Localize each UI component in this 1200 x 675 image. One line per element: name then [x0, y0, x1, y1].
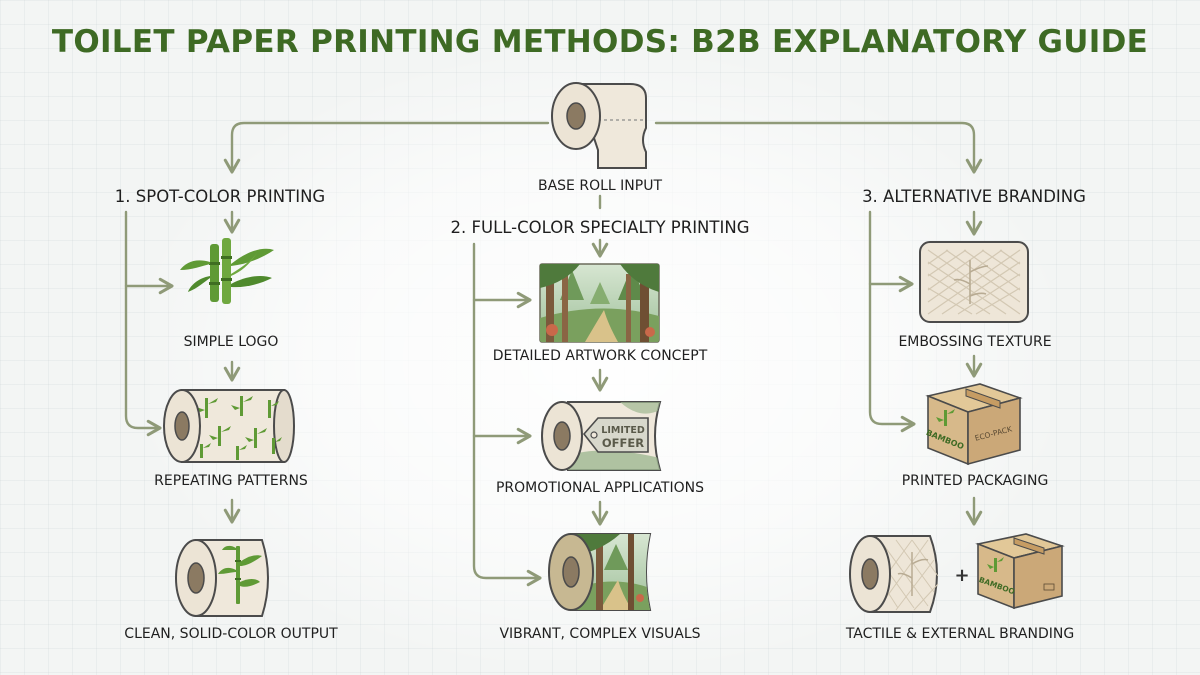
- connectors: [124, 121, 983, 587]
- page-title: TOILET PAPER PRINTING METHODS: B2B EXPLA…: [51, 24, 1149, 60]
- b2-step3-label: VIBRANT, COMPLEX VISUALS: [499, 626, 701, 642]
- connector-root-branch1: [223, 121, 550, 174]
- b3-step1-label: EMBOSSING TEXTURE: [898, 334, 1052, 350]
- promo-tag-line1: LIMITED: [601, 425, 645, 436]
- b3-step2-label: PRINTED PACKAGING: [901, 473, 1049, 489]
- b1-step1-label: SIMPLE LOGO: [183, 334, 279, 350]
- embossed-sheet-icon: [919, 241, 1029, 323]
- patterned-roll-icon: [163, 389, 295, 463]
- connector-b3-rail: [868, 210, 916, 433]
- branch1-header: 1. SPOT-COLOR PRINTING: [114, 187, 326, 206]
- box-icon: BAMBOO ECO-PACK: [925, 383, 1023, 466]
- b2-step1-label: DETAILED ARTWORK CONCEPT: [492, 348, 708, 364]
- connector-b2-rail: [472, 242, 542, 587]
- toilet-roll-icon: [551, 82, 647, 169]
- branch3-header: 3. ALTERNATIVE BRANDING: [862, 187, 1086, 206]
- single-logo-roll-icon: [175, 539, 269, 617]
- forest-artwork-icon: [539, 263, 660, 343]
- roll-plus-box-icon: + BAMBOO: [849, 533, 1065, 613]
- b1-step3-label: CLEAN, SOLID-COLOR OUTPUT: [124, 626, 338, 642]
- branch2-header: 2. FULL-COLOR SPECIALTY PRINTING: [450, 218, 750, 237]
- b1-step2-label: REPEATING PATTERNS: [154, 473, 308, 489]
- forest-roll-icon: [548, 533, 652, 611]
- b2-step2-label: PROMOTIONAL APPLICATIONS: [495, 480, 705, 496]
- bamboo-logo-icon: [180, 238, 274, 304]
- b3-step3-label: TACTILE & EXTERNAL BRANDING: [845, 626, 1075, 642]
- promo-tag-line2: OFFER: [602, 436, 644, 450]
- connector-b1-rail: [124, 210, 162, 437]
- root-label: BASE ROLL INPUT: [537, 178, 663, 194]
- plus-sign: +: [954, 565, 969, 586]
- promo-tag: [582, 417, 649, 453]
- promo-roll-icon: LIMITED OFFER: [541, 401, 662, 471]
- connector-root-branch3: [654, 121, 983, 174]
